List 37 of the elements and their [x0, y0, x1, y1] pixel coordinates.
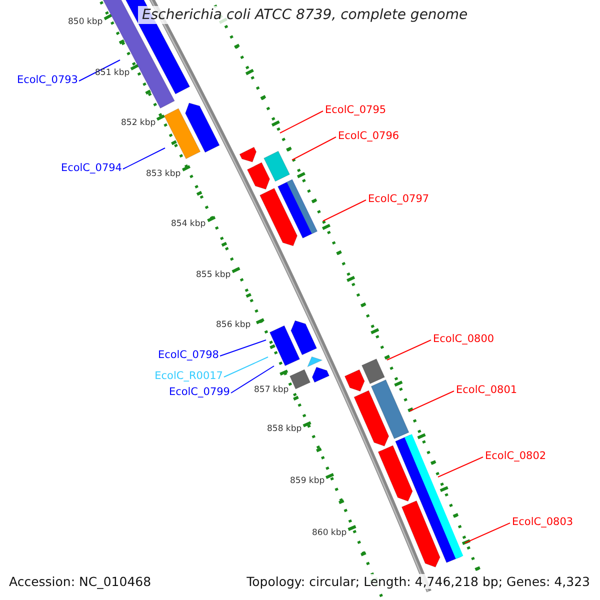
tick-label: 853 kbp [146, 169, 181, 180]
leader-line [292, 136, 336, 160]
tick-label: 859 kbp [290, 476, 325, 487]
leader-line [322, 200, 366, 222]
leader-line [280, 110, 324, 134]
gene-label: EcolC_0800 [433, 333, 494, 346]
genome-info-text: Topology: circular; Length: 4,746,218 bp; Genes: 4,323 [244, 574, 592, 589]
leader-line [224, 356, 268, 378]
gene-label: EcolC_0801 [456, 384, 518, 397]
leader-line [220, 340, 266, 356]
tick-label: 857 kbp [254, 385, 289, 396]
gene-label: EcolC_0797 [368, 193, 430, 206]
gene-label: EcolC_0803 [512, 516, 574, 529]
leader-line [386, 340, 432, 360]
gene-label: EcolC_R0017 [154, 370, 223, 383]
leader-line [78, 60, 120, 82]
gene-label: EcolC_0795 [325, 104, 386, 117]
accession-text: Accession: NC_010468 [7, 574, 154, 589]
leader-line [122, 148, 166, 170]
tick-label: 854 kbp [171, 219, 206, 230]
gene-label: EcolC_0793 [16, 74, 78, 87]
tick-label: 855 kbp [196, 270, 231, 281]
tick-label: 858 kbp [267, 424, 302, 435]
leader-line [410, 390, 454, 412]
gene-label: EcolC_0802 [485, 450, 546, 463]
gene-label: EcolC_0796 [338, 130, 400, 143]
gene-label: EcolC_0798 [158, 349, 219, 362]
tick-label: 856 kbp [216, 320, 251, 331]
tick-label: 852 kbp [121, 118, 156, 129]
leader-line [230, 366, 274, 394]
leader-line [438, 456, 484, 478]
tick-label: 850 kbp [68, 17, 103, 28]
leader-line [464, 522, 510, 544]
gene-label: EcolC_0794 [60, 162, 122, 175]
tick-label: 851 kbp [95, 68, 130, 79]
gene-label: EcolC_0799 [168, 386, 230, 399]
tick-label: 860 kbp [312, 528, 347, 539]
